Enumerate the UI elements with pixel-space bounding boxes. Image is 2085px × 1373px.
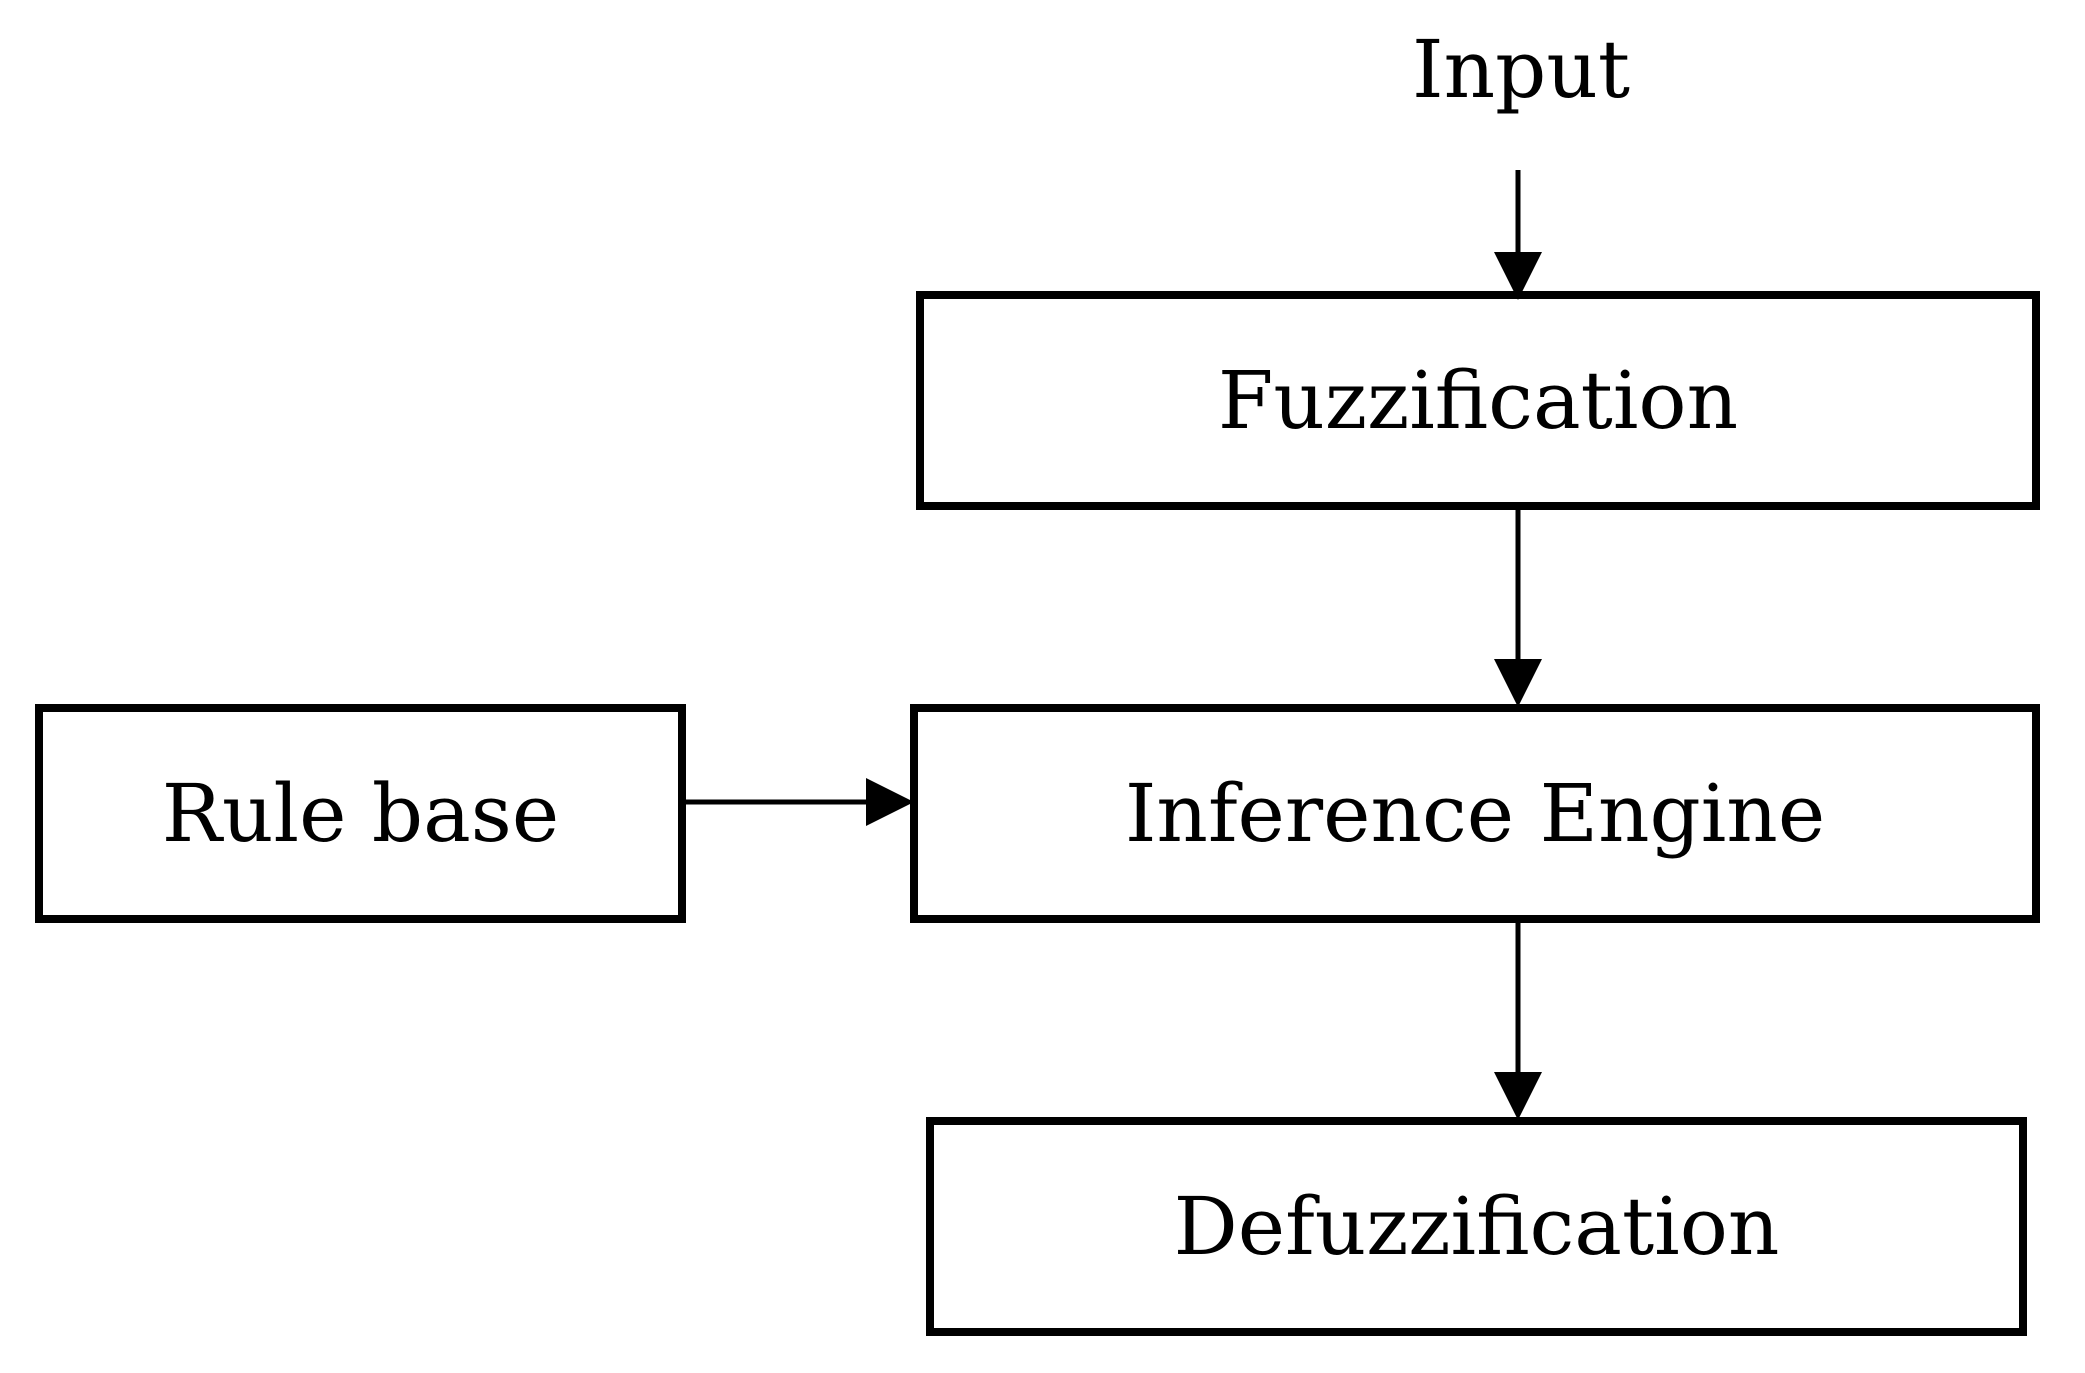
arrowhead-input-to-fuzzification (1494, 252, 1542, 300)
inference-engine-label: Inference Engine (1124, 766, 1826, 860)
arrowhead-rulebase-to-inference (866, 778, 914, 826)
fuzzification-label: Fuzzification (1217, 353, 1739, 447)
rule-base-box: Rule base (35, 704, 686, 923)
arrowhead-inference-to-defuzzification (1494, 1072, 1542, 1120)
fuzzification-box: Fuzzification (916, 291, 2040, 510)
rule-base-label: Rule base (161, 766, 560, 860)
defuzzification-box: Defuzzification (926, 1117, 2027, 1336)
input-label: Input (1412, 23, 1631, 116)
arrowhead-fuzzification-to-inference (1494, 659, 1542, 707)
defuzzification-label: Defuzzification (1173, 1179, 1780, 1273)
inference-engine-box: Inference Engine (910, 704, 2040, 923)
